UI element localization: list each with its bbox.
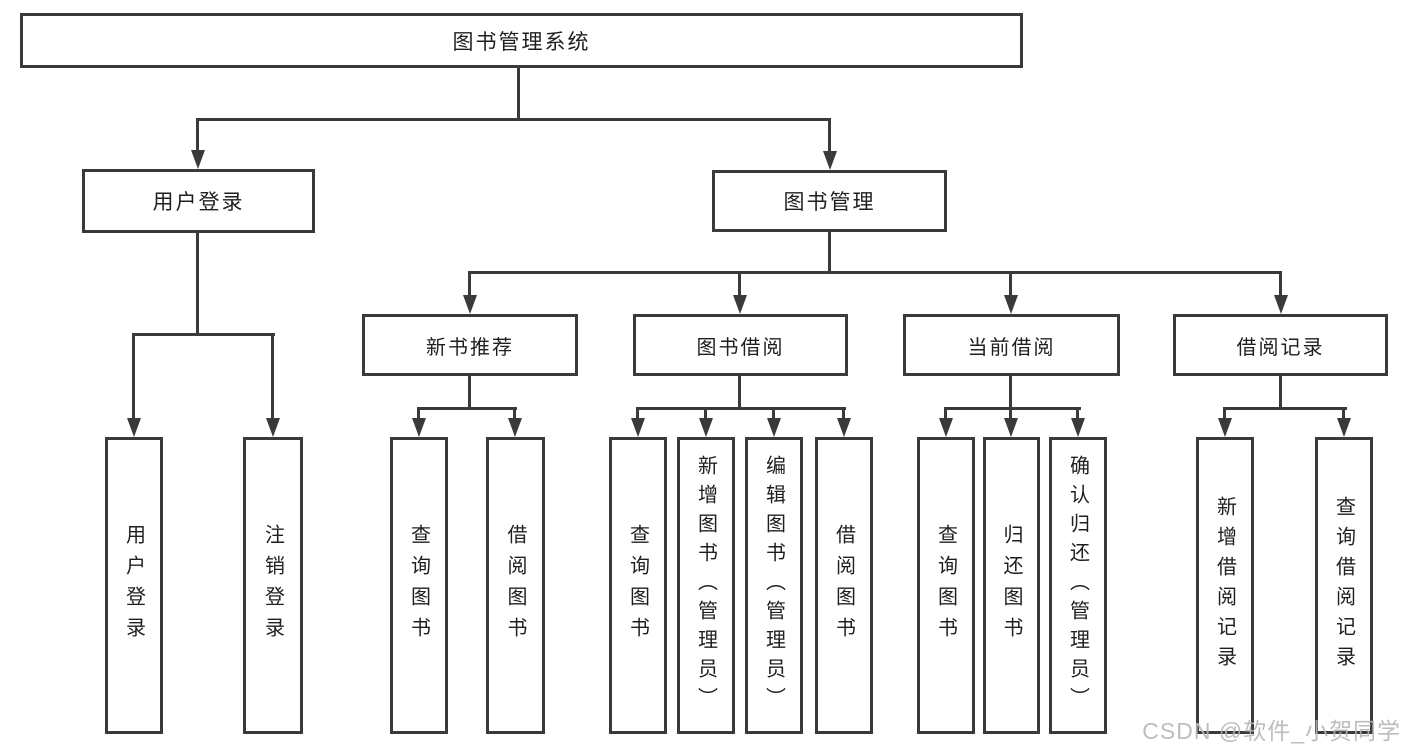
connector-new-books-bus [417,407,517,410]
connector-user-login-bus [132,333,275,336]
node-current-borrow: 当前借阅 [903,314,1120,376]
connector-drop-cb-query [938,407,953,437]
connector-book-mgmt-stem [828,232,831,273]
connector-drop-login-leaf [126,333,141,437]
connector-current-borrow-bus [944,407,1081,410]
connector-book-borrow-stem [738,376,741,409]
connector-drop-bb-query [630,407,645,437]
connector-book-borrow-bus [636,407,846,410]
connector-drop-borrow-records [1273,271,1288,314]
leaf-nb-query-books: 查询图书 [390,437,448,734]
node-borrow-records: 借阅记录 [1173,314,1388,376]
connector-drop-bb-borrow [836,407,851,437]
connector-drop-logout-leaf [265,333,280,437]
leaf-cb-confirm-return-admin: 确认归还（管理员） [1049,437,1107,734]
connector-user-login-stem [196,233,199,335]
leaf-user-login: 用户登录 [105,437,163,734]
connector-drop-br-add [1217,407,1232,437]
node-library-system: 图书管理系统 [20,13,1023,68]
node-book-mgmt: 图书管理 [712,170,947,232]
leaf-cb-query-books: 查询图书 [917,437,975,734]
leaf-logout: 注销登录 [243,437,303,734]
connector-drop-br-query [1336,407,1351,437]
connector-drop-bb-edit [766,407,781,437]
connector-current-borrow-stem [1009,376,1012,409]
leaf-bb-borrow-books: 借阅图书 [815,437,873,734]
connector-new-books-stem [468,376,471,409]
node-book-borrow: 图书借阅 [633,314,848,376]
leaf-bb-add-books-admin: 新增图书（管理员） [677,437,735,734]
connector-drop-nb-borrow [507,407,522,437]
leaf-cb-return-books: 归还图书 [983,437,1040,734]
node-user-login: 用户登录 [82,169,315,233]
connector-root-stem [517,68,520,120]
connector-book-mgmt-bus [468,271,1282,274]
leaf-br-query-record: 查询借阅记录 [1315,437,1373,734]
leaf-nb-borrow-books: 借阅图书 [486,437,545,734]
connector-drop-nb-query [411,407,426,437]
connector-drop-user-login [190,118,205,169]
csdn-watermark: CSDN @软件_小贺同学 [1142,718,1401,744]
connector-borrow-records-bus [1223,407,1347,410]
connector-root-bus [196,118,831,121]
connector-drop-bb-add [698,407,713,437]
connector-drop-cb-confirm [1070,407,1085,437]
leaf-br-add-record: 新增借阅记录 [1196,437,1254,734]
leaf-bb-edit-books-admin: 编辑图书（管理员） [745,437,803,734]
node-new-books: 新书推荐 [362,314,578,376]
connector-drop-book-borrow [732,271,747,314]
leaf-bb-query-books: 查询图书 [609,437,667,734]
connector-drop-current-borrow [1003,271,1018,314]
connector-borrow-records-stem [1279,376,1282,409]
connector-drop-new-books [462,271,477,314]
connector-drop-book-mgmt [822,118,837,170]
connector-drop-cb-return [1003,407,1018,437]
